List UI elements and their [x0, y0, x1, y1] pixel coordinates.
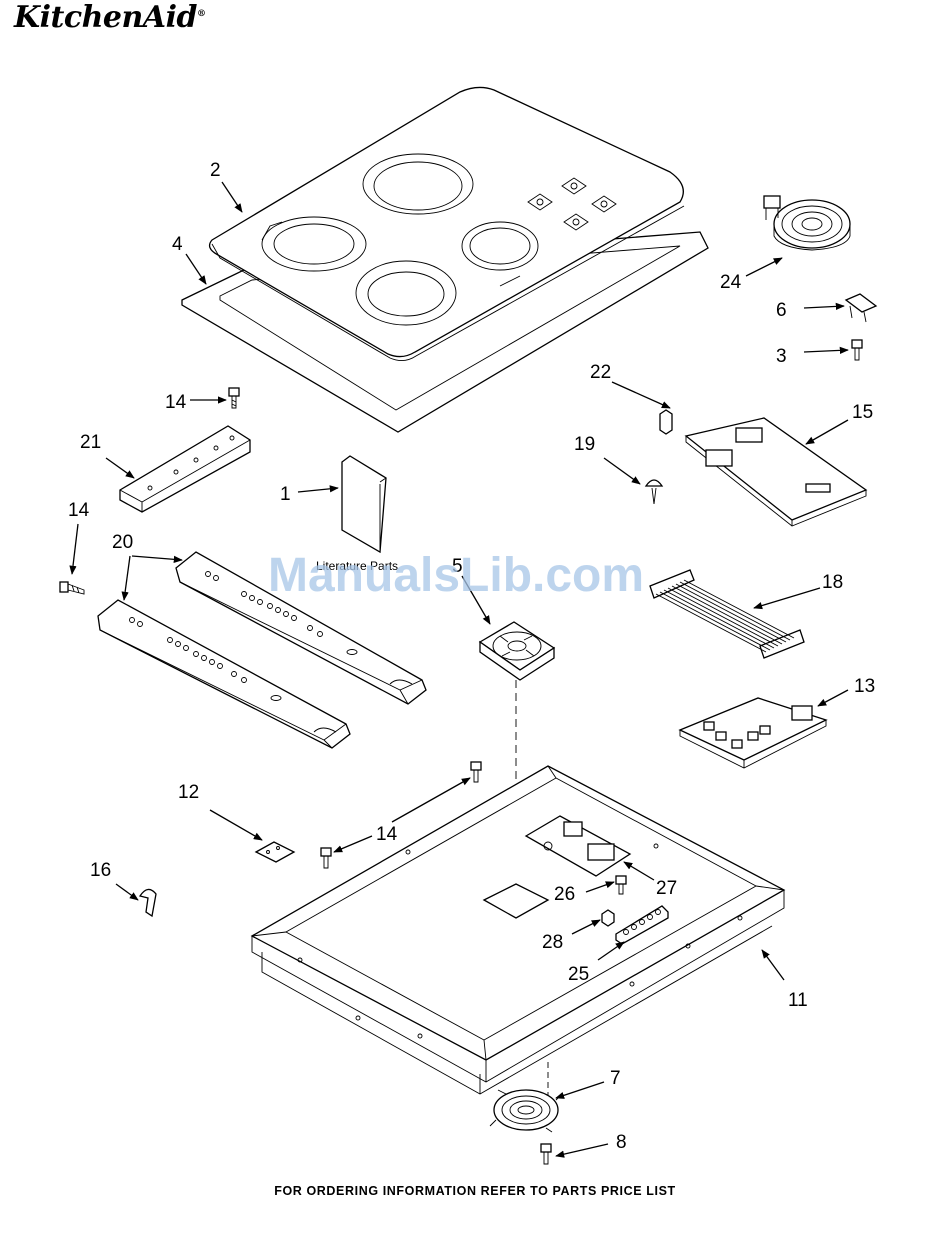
callout-24: 24	[720, 272, 742, 293]
part-24-element	[764, 196, 850, 250]
callout-18: 18	[822, 572, 843, 593]
part-5-fan	[480, 622, 554, 680]
callout-27: 27	[656, 878, 677, 899]
callout-2: 2	[210, 160, 221, 181]
part-14-screw-top	[229, 388, 239, 408]
part-14-screw-left	[60, 582, 84, 594]
part-16-clip	[140, 889, 156, 916]
callout-26: 26	[554, 884, 575, 905]
callout-6: 6	[776, 300, 787, 321]
callout-12: 12	[178, 782, 199, 803]
callout-8: 8	[616, 1132, 627, 1153]
callout-7: 7	[610, 1068, 621, 1089]
callout-15: 15	[852, 402, 873, 423]
part-18-harness	[650, 570, 804, 658]
callout-22: 22	[590, 362, 611, 383]
part-7-grill	[490, 1062, 562, 1132]
callout-28: 28	[542, 932, 563, 953]
footer-note: FOR ORDERING INFORMATION REFER TO PARTS …	[0, 1184, 950, 1198]
part-22-spacer	[660, 410, 672, 434]
callout-14-left: 14	[68, 500, 90, 521]
callout-4: 4	[172, 234, 183, 255]
callout-16: 16	[90, 860, 111, 881]
callout-14-tray: 14	[376, 824, 398, 845]
callout-1: 1	[280, 484, 291, 505]
callout-11: 11	[788, 990, 808, 1011]
callout-21: 21	[80, 432, 101, 453]
part-28-nut	[602, 910, 614, 926]
callout-20: 20	[112, 532, 133, 553]
callout-3: 3	[776, 346, 787, 367]
part-21-bracket	[120, 426, 250, 512]
part-14-screw-tray-b	[321, 848, 331, 868]
part-8-screw	[541, 1144, 551, 1164]
part-19-pin	[646, 480, 662, 504]
part-6-clip	[846, 294, 876, 322]
part-13-board	[680, 698, 826, 768]
callout-19: 19	[574, 434, 595, 455]
part-12-plate	[256, 842, 294, 862]
watermark: ManualsLib.com	[268, 548, 644, 603]
part-15-control-board	[686, 418, 866, 526]
part-14-screw-tray-a	[471, 762, 481, 782]
callout-25: 25	[568, 964, 589, 985]
callout-13: 13	[854, 676, 875, 697]
callout-14-top: 14	[165, 392, 187, 413]
part-3-screw	[852, 340, 862, 360]
part-11-chassis	[252, 766, 784, 1094]
